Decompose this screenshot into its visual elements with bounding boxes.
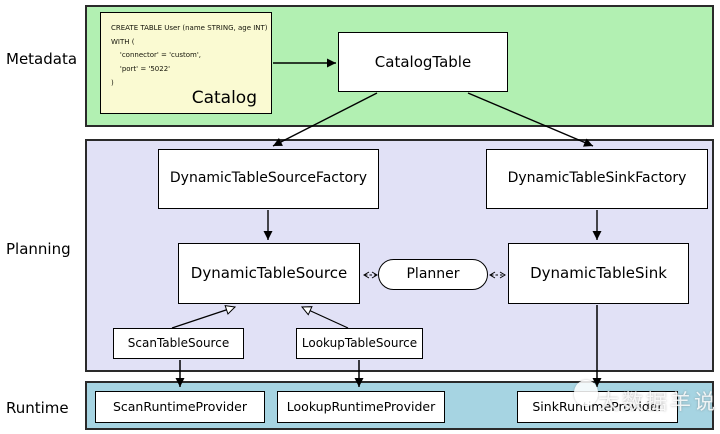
node-planner: Planner (378, 259, 488, 290)
node-scan-runtime-provider: ScanRuntimeProvider (95, 391, 265, 423)
node-dynamic-table-sink-factory: DynamicTableSinkFactory (486, 149, 708, 209)
sql-line: 'port' = '5022' (111, 64, 171, 73)
node-lookup-runtime-provider: LookupRuntimeProvider (277, 391, 445, 423)
metadata-lane-label: Metadata (6, 50, 78, 68)
runtime-lane-label: Runtime (6, 399, 69, 417)
watermark: 大数据羊说 (598, 390, 718, 414)
catalog-label: Catalog (191, 88, 257, 108)
sql-line: CREATE TABLE User (name STRING, age INT) (111, 24, 268, 32)
catalog-code-box: CREATE TABLE User (name STRING, age INT)… (100, 12, 272, 114)
node-dynamic-table-source: DynamicTableSource (178, 243, 360, 304)
node-dynamic-table-sink: DynamicTableSink (508, 243, 689, 304)
planning-lane-label: Planning (6, 240, 71, 258)
node-lookup-table-source: LookupTableSource (296, 328, 423, 359)
node-dynamic-table-source-factory: DynamicTableSourceFactory (158, 149, 379, 209)
sql-line: ) (111, 78, 114, 87)
watermark-logo-icon (574, 380, 598, 406)
sql-line: 'connector' = 'custom', (111, 51, 201, 60)
sql-line: WITH ( (111, 37, 135, 46)
node-catalog-table: CatalogTable (338, 32, 508, 92)
node-scan-table-source: ScanTableSource (113, 328, 244, 359)
